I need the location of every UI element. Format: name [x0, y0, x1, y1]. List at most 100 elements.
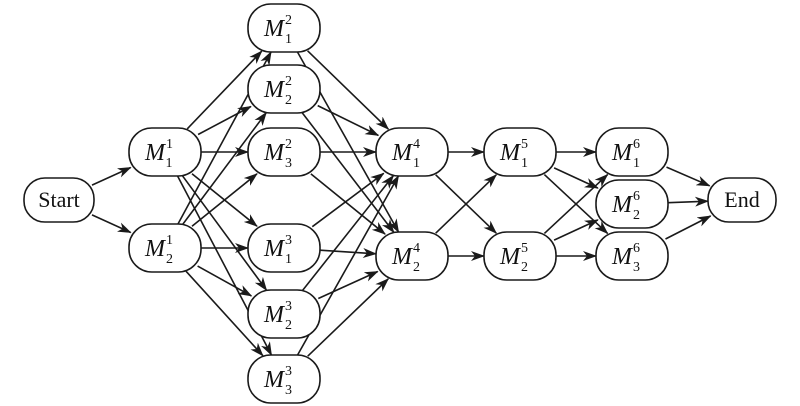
node-shape [247, 64, 321, 114]
node-label: M1 2 [144, 233, 173, 267]
node-end: End [707, 177, 777, 223]
node-label-base: M [144, 140, 167, 166]
edge-m1-2-to-m3-3 [185, 270, 264, 357]
node-label-superscript: 6 [633, 189, 640, 204]
node-shape [247, 3, 321, 53]
node-shape [375, 127, 449, 177]
edge-m2-3-to-m4-2 [310, 173, 386, 235]
node-shape [128, 127, 202, 177]
node-label-base: M [263, 236, 286, 262]
edge-m5-1-to-m6-2 [553, 167, 599, 189]
node-m6-3: M6 3 [595, 231, 669, 281]
edge-m1-2-to-m3-2 [197, 265, 253, 297]
node-label-superscript: 2 [285, 13, 292, 28]
node-label: M3 3 [263, 364, 292, 398]
node-start: Start [23, 177, 95, 223]
node-label-superscript: 4 [413, 241, 420, 256]
edge-m6-3-to-end [665, 215, 712, 240]
edge-m2-2-to-m4-2 [301, 112, 395, 234]
node-label-superscript: 6 [633, 241, 640, 256]
edge-m4-2-to-m5-1 [435, 174, 498, 234]
node-label-subscript: 1 [285, 32, 292, 47]
node-shape [483, 127, 557, 177]
node-label-subscript: 3 [285, 156, 292, 171]
node-label-superscript: 3 [285, 299, 292, 314]
node-m2-1: M2 1 [247, 3, 321, 53]
node-shape [595, 179, 669, 229]
node-label-superscript: 5 [521, 241, 528, 256]
node-shape [247, 127, 321, 177]
node-label-subscript: 1 [521, 156, 528, 171]
node-label-base: M [263, 367, 286, 393]
node-label-superscript: 1 [166, 137, 173, 152]
node-label-subscript: 2 [285, 318, 292, 333]
node-shape [128, 223, 202, 273]
node-label-superscript: 3 [285, 233, 292, 248]
node-label-base: M [263, 140, 286, 166]
node-shape [247, 223, 321, 273]
node-label-superscript: 5 [521, 137, 528, 152]
node-label-subscript: 1 [633, 156, 640, 171]
node-label-subscript: 3 [285, 383, 292, 398]
node-label-superscript: 4 [413, 137, 420, 152]
node-label: M2 1 [263, 13, 292, 47]
node-label: M6 1 [611, 137, 640, 171]
node-label: Start [38, 187, 80, 212]
node-label-base: M [391, 244, 414, 270]
edge-m5-2-to-m6-2 [553, 219, 599, 241]
node-label-subscript: 3 [633, 260, 640, 275]
edge-m3-1-to-m4-1 [311, 172, 385, 228]
node-label-subscript: 2 [285, 93, 292, 108]
node-shape [595, 127, 669, 177]
edges-layer [91, 50, 712, 357]
node-label-base: M [144, 236, 167, 262]
node-label-base: M [611, 192, 634, 218]
edge-m3-3-to-m4-2 [307, 278, 390, 357]
edge-m1-1-to-m2-1 [186, 50, 263, 130]
node-label-superscript: 6 [633, 137, 640, 152]
edge-m1-2-to-m2-2 [182, 111, 267, 225]
node-shape [247, 289, 321, 339]
node-label-base: M [611, 244, 634, 270]
node-m6-1: M6 1 [595, 127, 669, 177]
edge-start-to-m1-2 [91, 214, 132, 234]
node-label-base: M [499, 244, 522, 270]
edge-m3-2-to-m4-2 [317, 270, 379, 300]
node-m1-2: M1 2 [128, 223, 202, 273]
node-shape [375, 231, 449, 281]
node-label-base: M [263, 16, 286, 42]
node-label-superscript: 1 [166, 233, 173, 248]
edge-m1-2-to-m2-3 [191, 173, 258, 227]
node-label: M6 2 [611, 189, 640, 223]
node-m6-2: M6 2 [595, 179, 669, 229]
edge-start-to-m1-1 [91, 166, 132, 186]
node-label-base: M [611, 140, 634, 166]
node-label-subscript: 2 [633, 208, 640, 223]
node-label-superscript: 3 [285, 364, 292, 379]
edge-m5-2-to-m6-1 [543, 173, 609, 234]
node-label-subscript: 2 [166, 252, 173, 267]
node-shape [483, 231, 557, 281]
edge-m6-2-to-end [667, 196, 709, 207]
edge-m2-1-to-m4-1 [307, 50, 390, 130]
node-label-base: M [499, 140, 522, 166]
node-shape [23, 177, 95, 223]
edge-m3-1-to-m4-2 [319, 247, 377, 258]
node-label-subscript: 1 [413, 156, 420, 171]
